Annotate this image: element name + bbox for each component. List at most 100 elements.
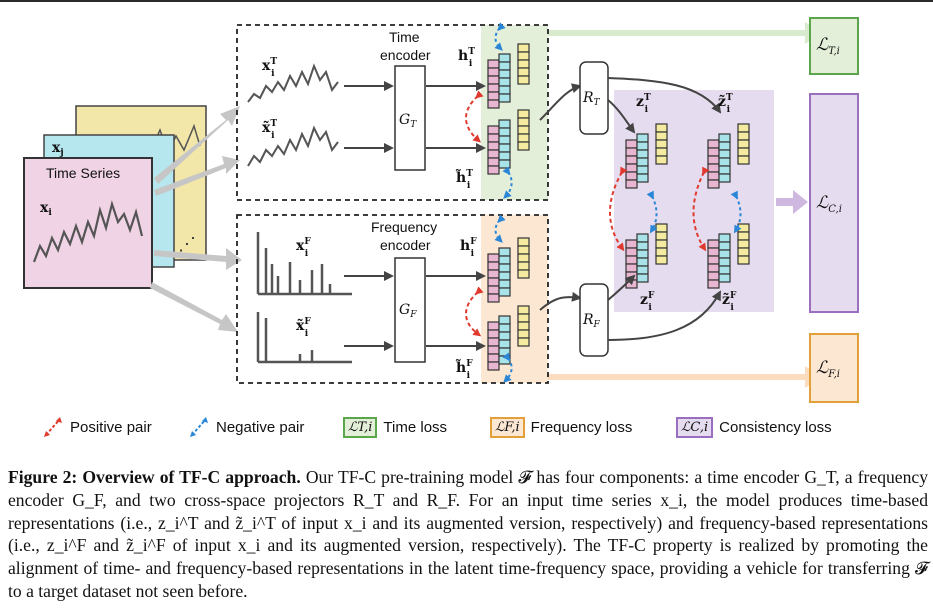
ht-t-label: h̃ bbox=[456, 168, 466, 186]
svg-text:z̃Ti: z̃Ti bbox=[718, 93, 733, 115]
input-xt-f: x̃ bbox=[296, 317, 305, 334]
freq-encoder-label-1: Frequency bbox=[371, 219, 437, 235]
svg-text:GF: GF bbox=[399, 302, 417, 320]
svg-text:RT: RT bbox=[582, 90, 601, 108]
svg-text:hTi: hTi bbox=[458, 47, 475, 69]
arrow-to-freq-loss bbox=[548, 366, 822, 388]
negative-pair-time-bottom bbox=[502, 166, 513, 199]
legend-consistency-loss: ℒC,i Consistency loss bbox=[676, 410, 832, 444]
cons-loss-text: Consistency loss bbox=[719, 418, 832, 436]
input-time-curve bbox=[247, 63, 339, 103]
legend-time-loss: ℒT,i Time loss bbox=[343, 410, 447, 444]
input-x-f: x bbox=[296, 238, 305, 254]
svg-text:x̃Fi: x̃Fi bbox=[296, 317, 311, 339]
svg-text:xi: xi bbox=[40, 200, 52, 218]
svg-text:RF: RF bbox=[582, 312, 601, 330]
arrow-card-to-xF bbox=[154, 248, 242, 270]
x-i-label: x bbox=[40, 200, 49, 216]
zt-t-label: z̃ bbox=[718, 93, 726, 110]
negative-pair-text: Negative pair bbox=[216, 418, 305, 436]
freq-encoder-dashed-box bbox=[236, 214, 549, 384]
positive-pair-latent-right bbox=[692, 166, 710, 252]
freq-loss-box bbox=[809, 333, 859, 403]
svg-text:GT: GT bbox=[399, 112, 417, 130]
negative-pair-freq-top bbox=[494, 214, 506, 243]
input-x-t: x bbox=[262, 58, 271, 74]
projector-rt bbox=[579, 61, 609, 135]
arrow-card-to-xtF bbox=[150, 282, 238, 332]
zt-f-label: z̃ bbox=[722, 291, 730, 308]
svg-text:zTi: zTi bbox=[636, 93, 651, 115]
negative-pair-icon bbox=[190, 417, 208, 437]
r-f-label: R bbox=[582, 312, 594, 328]
input-time-aug-curve bbox=[247, 125, 339, 167]
input-xt-t: x̃ bbox=[262, 119, 271, 136]
r-t-label: R bbox=[582, 90, 594, 106]
representation-stacks bbox=[487, 43, 750, 371]
input-freq-aug-spectrum bbox=[256, 312, 352, 364]
positive-pair-icon bbox=[44, 417, 62, 437]
freq-encoder-box bbox=[394, 257, 426, 363]
legend: Positive pair Negative pair ℒT,i Time lo… bbox=[0, 410, 933, 444]
time-series-title: Time Series bbox=[46, 165, 120, 181]
figure-caption: Figure 2: Overview of TF-C approach. Our… bbox=[8, 466, 928, 603]
loss-c-symbol: ℒ bbox=[816, 193, 829, 213]
arrow-card-to-xtT bbox=[154, 156, 240, 196]
positive-pair-text: Positive pair bbox=[70, 418, 152, 436]
legend-positive-pair: Positive pair bbox=[40, 410, 152, 444]
z-f-label: z bbox=[640, 292, 648, 308]
svg-text:h̃Ti: h̃Ti bbox=[456, 168, 473, 191]
time-encoder-label-1: Time bbox=[389, 29, 420, 45]
svg-text:hFi: hFi bbox=[460, 237, 477, 259]
z-t-label: z bbox=[636, 94, 644, 110]
svg-text:zFi: zFi bbox=[640, 291, 655, 313]
negative-pair-time-top bbox=[494, 22, 506, 51]
svg-text:ℒC,i: ℒC,i bbox=[816, 193, 842, 215]
negative-pair-latent-left bbox=[646, 190, 658, 234]
caption-body: Our TF-C pre-training model 𝓕 has four c… bbox=[8, 467, 929, 601]
arrow-to-consistency-loss bbox=[776, 190, 808, 214]
ht-f-label: h̃ bbox=[456, 358, 466, 376]
negative-pair-latent-right bbox=[730, 190, 742, 234]
loss-c-sub: C,i bbox=[828, 204, 842, 215]
legend-freq-loss: ℒF,i Frequency loss bbox=[490, 410, 632, 444]
time-loss-text: Time loss bbox=[383, 418, 448, 436]
projector-rf bbox=[579, 283, 609, 357]
cons-loss-symbol: ℒC,i bbox=[676, 416, 714, 438]
time-encoder-box bbox=[394, 65, 426, 171]
time-loss-box bbox=[809, 17, 859, 75]
time-series-curve bbox=[32, 200, 144, 263]
svg-text:xFi: xFi bbox=[296, 237, 311, 259]
caption-heading: Figure 2: Overview of TF-C approach. bbox=[8, 467, 301, 487]
top-rule bbox=[0, 0, 933, 2]
arrow-card-to-xT bbox=[154, 106, 240, 184]
time-loss-symbol: ℒT,i bbox=[343, 416, 378, 438]
time-encoder-label-2: encoder bbox=[380, 47, 431, 63]
positive-pair-time bbox=[465, 90, 484, 143]
freq-loss-text: Frequency loss bbox=[530, 418, 633, 436]
negative-pair-freq-bottom bbox=[502, 352, 513, 383]
x-j-label: x bbox=[52, 140, 61, 156]
arrow-to-time-loss bbox=[548, 22, 822, 44]
more-ellipsis: ⋰ bbox=[178, 234, 196, 254]
positive-pair-freq bbox=[465, 286, 484, 337]
svg-text:h̃Fi: h̃Fi bbox=[456, 358, 473, 381]
svg-text:xj: xj bbox=[52, 140, 64, 158]
g-t-label: G bbox=[399, 112, 410, 128]
h-t-label: h bbox=[458, 48, 468, 64]
loss-f-symbol: ℒ bbox=[816, 358, 829, 378]
h-f-label: h bbox=[460, 238, 470, 254]
svg-text:ℒT,i: ℒT,i bbox=[816, 35, 840, 57]
freq-encoder-label-2: encoder bbox=[380, 237, 431, 253]
loss-t-sub: T,i bbox=[828, 46, 840, 57]
loss-f-sub: F,i bbox=[827, 369, 840, 380]
svg-text:x̃Ti: x̃Ti bbox=[262, 119, 277, 141]
svg-text:z̃Fi: z̃Fi bbox=[722, 291, 737, 313]
positive-pair-latent-left bbox=[609, 166, 628, 252]
legend-negative-pair: Negative pair bbox=[186, 410, 304, 444]
loss-t-symbol: ℒ bbox=[816, 35, 829, 55]
svg-text:xTi: xTi bbox=[262, 57, 277, 79]
g-f-label: G bbox=[399, 302, 410, 318]
input-freq-spectrum bbox=[256, 232, 352, 296]
